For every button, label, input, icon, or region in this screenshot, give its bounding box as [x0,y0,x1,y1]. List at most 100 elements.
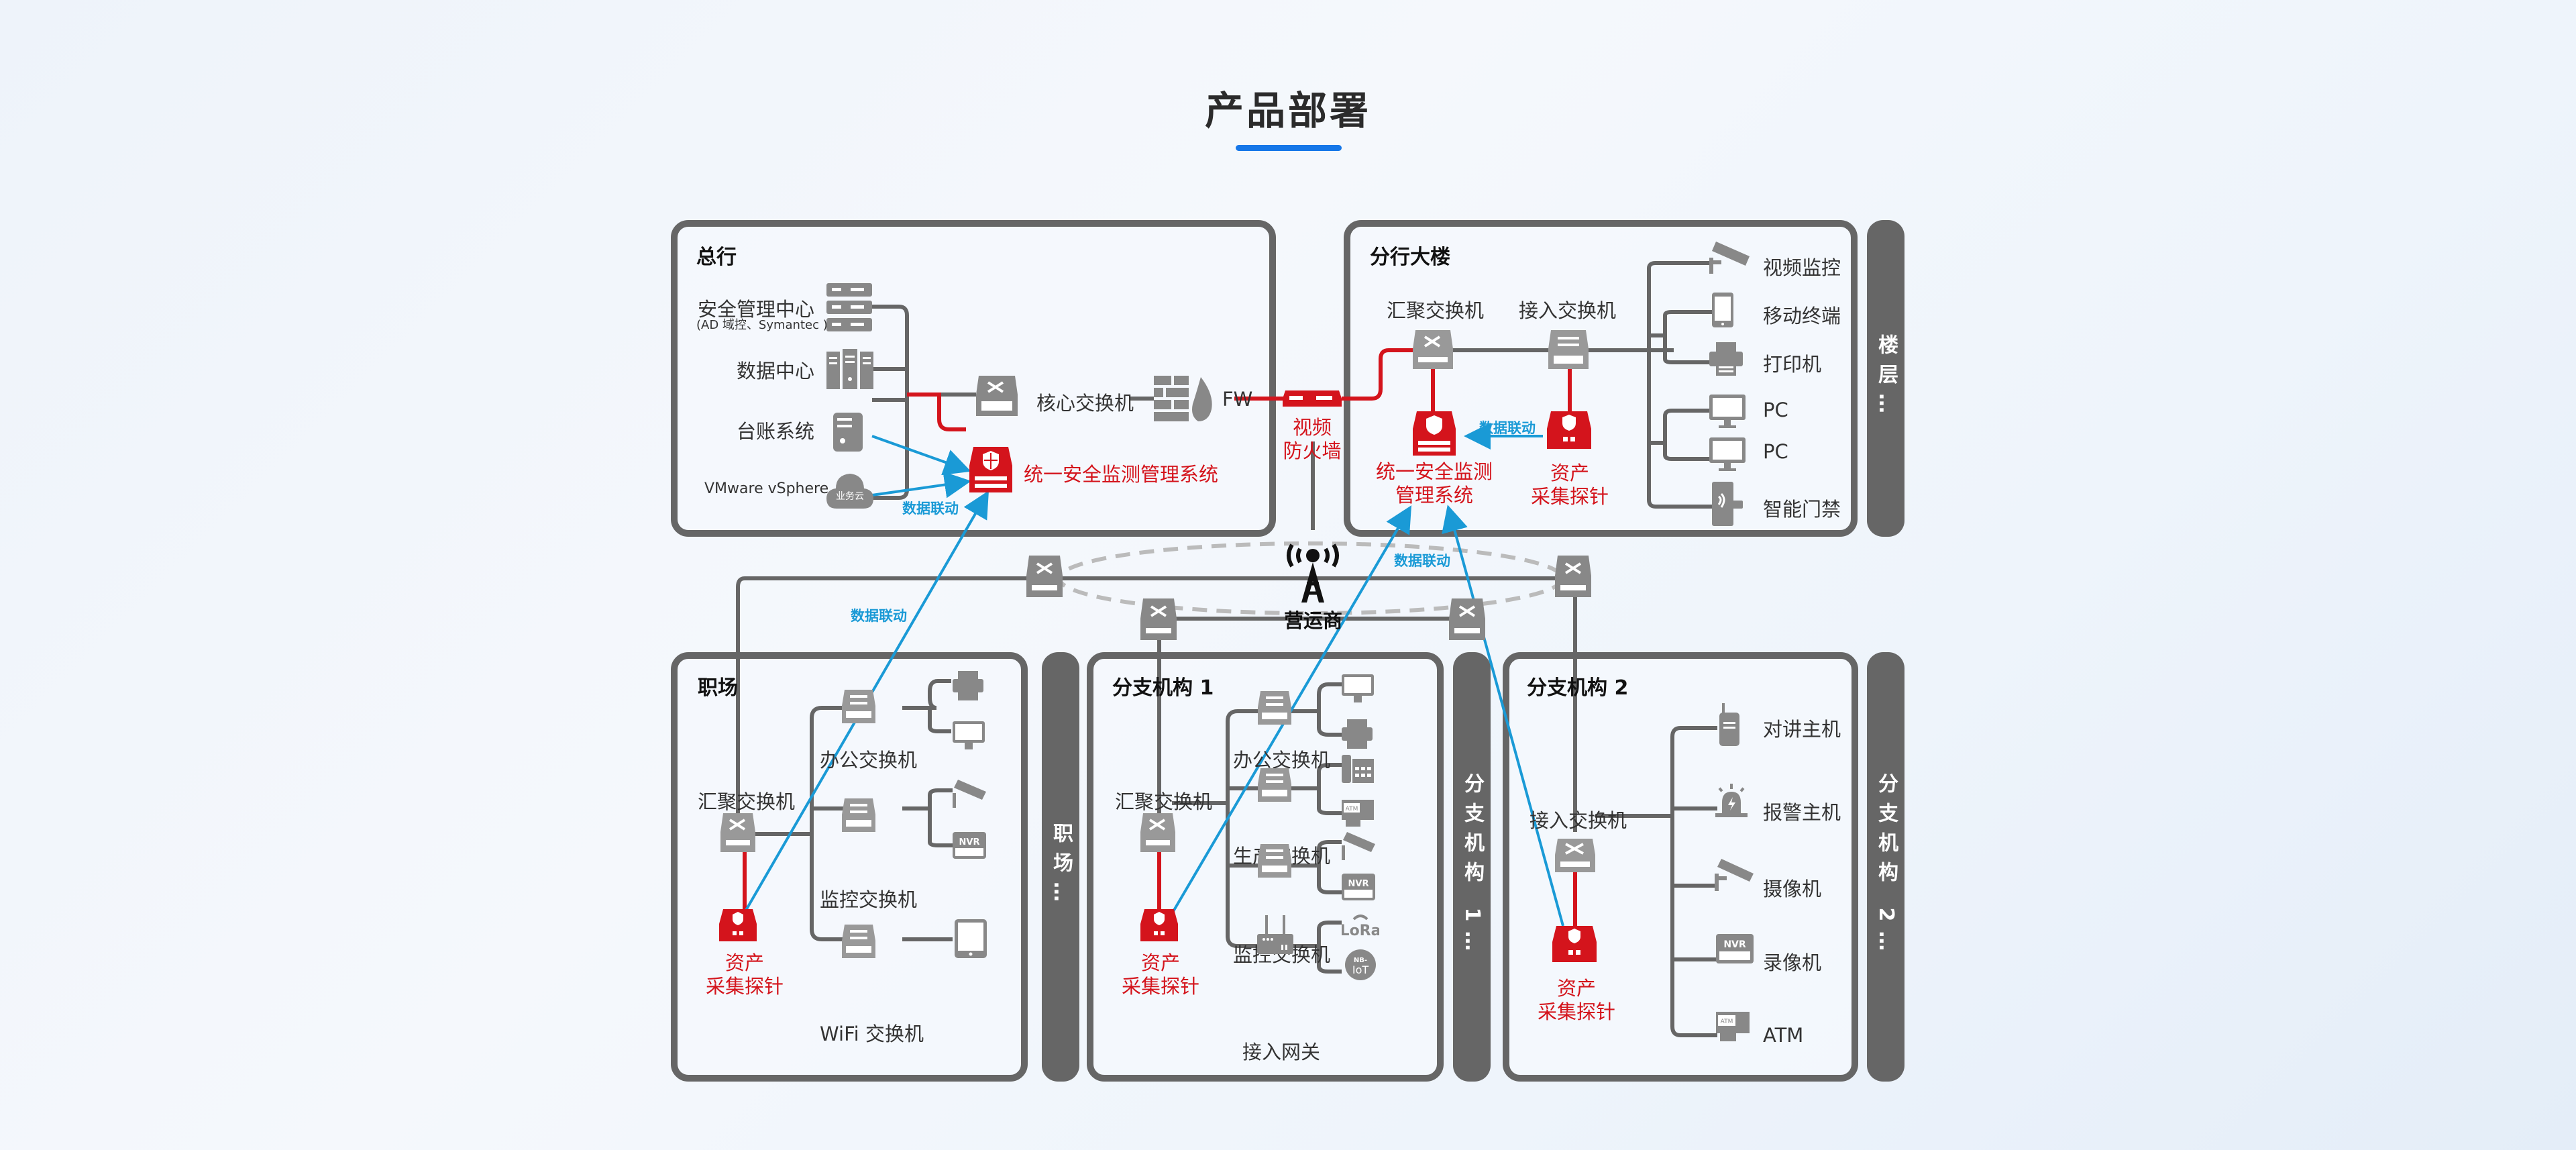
wp-monitor-switch-icon [842,798,875,832]
workplace-side-tab: 职场… [1042,652,1079,1082]
wp-agg-switch-icon [720,813,755,852]
tablet-icon [955,919,987,958]
wp-monitor-switch-label: 监控交换机 [820,888,918,911]
wp-agg-switch-label: 汇聚交换机 [698,790,796,813]
branch1-title: 分支机构 1 [1112,676,1214,700]
b1-probe-icon [1140,909,1178,941]
cell-tower-icon [1287,543,1339,603]
fw-label: FW [1222,388,1253,411]
video-firewall-label: 视频防火墙 [1281,416,1343,463]
cctv-camera-icon [1342,832,1375,860]
printer-icon [1709,342,1743,376]
b1-agg-switch-icon [1140,813,1175,852]
data-center-icon [826,349,873,389]
core-switch-icon [976,376,1018,416]
wp-probe-line2: 采集探针 [705,974,784,998]
wp-probe-label: 资产采集探针 [698,951,792,998]
atm-text: ATM [1721,1018,1733,1025]
wp-office-switch-icon [842,690,875,723]
bb-device-label: 打印机 [1763,353,1822,376]
hq-data-link-label: 数据联动 [902,501,959,517]
nbiot-top: NB- [1354,957,1367,964]
branch2-title: 分支机构 2 [1527,676,1629,700]
bb-device-label: PC [1763,440,1788,463]
cloud-icon: 业务云 [826,474,873,509]
b2-probe-line2: 采集探针 [1537,1000,1615,1023]
atm-icon: ATM [1342,800,1374,827]
b2-probe-label: 资产采集探针 [1529,977,1623,1024]
cloud-label: 业务云 [836,491,864,502]
carrier-data-link-left: 数据联动 [851,608,907,624]
security-center-label: 安全管理中心 [698,298,815,321]
b1-office-switch-icon [1258,691,1291,725]
hq-usmm-label: 统一安全监测管理系统 [1024,463,1219,486]
video-firewall-line2: 防火墙 [1283,439,1342,462]
atm-text: ATM [1346,806,1358,813]
nvr-icon: NVR [1716,934,1754,963]
b2-device-label: 录像机 [1763,951,1822,974]
video-firewall-line1: 视频 [1292,416,1332,439]
data-center-label: 数据中心 [737,360,815,382]
b2-probe-line1: 资产 [1556,977,1596,1000]
pc-monitor-icon [953,721,985,749]
branch-building-frame [1344,220,1858,537]
b2-access-switch-label: 接入交换机 [1529,809,1627,832]
bb-probe-label: 资产采集探针 [1523,462,1617,509]
video-firewall-icon [1283,390,1342,407]
atm-icon: ATM [1716,1012,1750,1041]
bb-probe-line1: 资产 [1550,462,1589,484]
bb-usmm-device-icon [1413,411,1456,456]
b1-probe-label: 资产采集探针 [1114,951,1208,998]
wp-wifi-switch-icon [842,925,875,958]
pc-monitor-icon [1709,395,1746,428]
floor-side-label: 楼层… [1874,334,1898,423]
wp-office-switch-label: 办公交换机 [820,749,918,772]
bb-device-label: 移动终端 [1763,305,1841,327]
nvr-text: NVR [1723,939,1746,950]
nvr-icon: NVR [1342,874,1375,900]
branch-building-title: 分行大楼 [1370,246,1450,269]
bb-probe-icon [1547,411,1591,449]
walkie-talkie-icon [1719,703,1739,746]
vmware-label: VMware vSphere [704,480,829,497]
b1-probe-line2: 采集探针 [1121,974,1199,998]
b2-device-label: 摄像机 [1763,878,1822,900]
bb-device-label: 智能门禁 [1763,498,1841,521]
bb-device-label: 视频监控 [1763,256,1841,279]
b1-monitor-switch-icon [1258,844,1291,878]
server-rack-icon [826,283,872,331]
bb-device-label: PC [1763,399,1788,421]
nvr-text: NVR [959,837,980,847]
bb-usmm-line1: 统一安全监测 [1375,460,1493,483]
page-title: 产品部署 [1204,88,1371,134]
workplace-title: 职场 [698,676,738,700]
hq-title: 总行 [696,246,737,269]
b1-probe-line1: 资产 [1140,951,1180,974]
cctv-camera-icon [953,780,986,808]
carrier-data-link-right: 数据联动 [1394,553,1450,569]
lora-text: LoRa [1342,923,1379,938]
bb-probe-line2: 采集探针 [1530,484,1609,508]
pc-monitor-icon [1709,437,1746,471]
mobile-terminal-icon [1712,293,1733,327]
branch2-side-label: 分支机构 2… [1874,773,1898,961]
branch1-side-tab: 分支机构 1… [1453,652,1491,1082]
telephone-icon [1342,755,1374,783]
bb-access-switch-icon [1548,330,1589,369]
branch2-side-tab: 分支机构 2… [1867,652,1904,1082]
b2-access-switch-icon [1555,839,1595,872]
pc-monitor-icon [1342,674,1374,702]
bb-agg-switch-icon [1413,330,1453,369]
cctv-camera-icon [1715,859,1754,891]
b2-device-label: 对讲主机 [1763,718,1841,741]
access-control-icon [1712,482,1743,526]
nvr-text: NVR [1348,879,1369,889]
workplace-side-label: 职场… [1049,823,1073,911]
branch1-side-label: 分支机构 1… [1460,773,1484,961]
hq-usmm-device-icon [969,447,1012,492]
bb-data-link-label: 数据联动 [1479,420,1536,436]
bb-usmm-label: 统一安全监测管理系统 [1367,460,1501,507]
wp-probe-icon [719,909,757,941]
b1-agg-switch-label: 汇聚交换机 [1115,790,1213,813]
nvr-icon: NVR [953,832,986,859]
